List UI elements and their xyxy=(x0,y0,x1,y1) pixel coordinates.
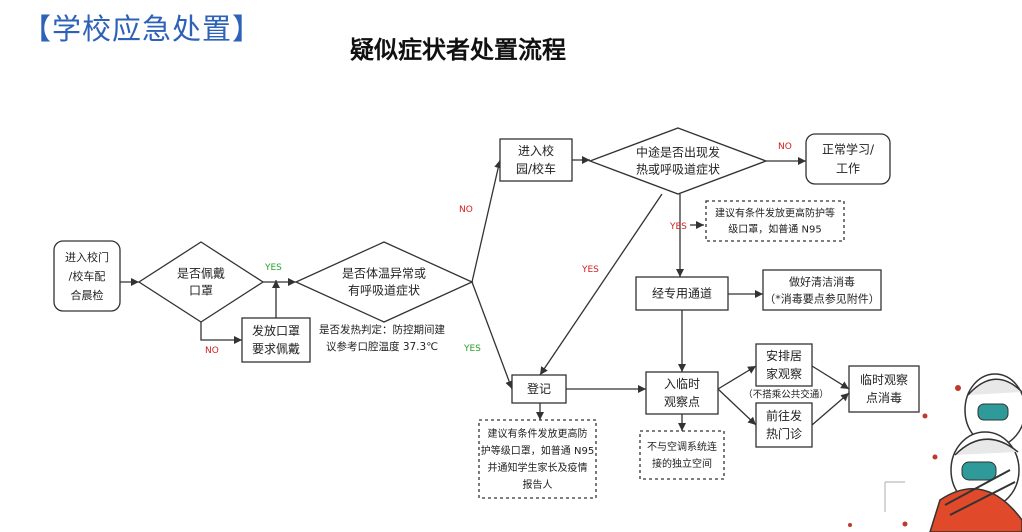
disinfect-text: 临时观察 xyxy=(860,373,908,387)
cleaning-box xyxy=(762,269,882,311)
cleaning-text: 做好清洁消毒 xyxy=(789,274,855,288)
fever-clinic-text: 热门诊 xyxy=(766,426,802,441)
enter-campus-text: 进入校 xyxy=(518,143,554,158)
mask-note-top-text: 建议有条件发放更高防护等 xyxy=(715,207,835,220)
temp-check-text: 有呼吸道症状 xyxy=(348,283,420,298)
label-no-midway: NO xyxy=(778,142,792,152)
disinfect-text: 点消毒 xyxy=(866,391,902,405)
entry-box xyxy=(53,240,121,312)
edge-clinic-disinfect xyxy=(811,392,850,426)
temp-obs-text: 入临时 xyxy=(664,377,700,391)
temp-check-diamond xyxy=(294,241,474,323)
edge-obs-home xyxy=(717,365,757,390)
fever-note-text: 是否发热判定：防控期间建 xyxy=(319,323,445,336)
label-yes-midway-note: YES xyxy=(669,222,687,232)
entry-text: 进入校门 xyxy=(65,250,109,264)
fever-note-text: 议参考口腔温度 37.3℃ xyxy=(326,340,438,353)
register-note-text: 建议有条件发放更高防 xyxy=(488,427,588,440)
midway-check-diamond xyxy=(588,127,768,195)
entry-text: 合晨检 xyxy=(71,288,104,302)
give-mask-text: 发放口罩 xyxy=(252,323,300,338)
entry-text: /校车配 xyxy=(69,269,106,283)
edge-mask-give xyxy=(200,322,242,344)
no-transit-text: （不搭乘公共交通） xyxy=(743,388,829,400)
fever-clinic-text: 前往发 xyxy=(766,408,802,423)
obs-note-box xyxy=(639,430,725,480)
label-no-temp: NO xyxy=(459,205,473,215)
edges xyxy=(120,156,850,431)
temp-obs-box xyxy=(645,371,719,415)
shapes xyxy=(53,127,920,499)
register-note-box xyxy=(478,419,597,499)
edge-home-disinfect xyxy=(811,365,850,390)
section-header: 【学校应急处置】 xyxy=(22,12,263,46)
mask-check-text: 口罩 xyxy=(189,284,213,298)
mask-check-text: 是否佩戴 xyxy=(177,266,225,281)
mask-check-diamond xyxy=(137,241,265,323)
page-title: 疑似症状者处置流程 xyxy=(350,36,566,64)
register-box xyxy=(511,374,567,404)
obs-note-text: 接的独立空间 xyxy=(652,457,712,470)
normal-box xyxy=(805,133,891,185)
fever-clinic-box xyxy=(755,402,813,448)
edge-temp-enter xyxy=(471,159,503,283)
edge-midway-register xyxy=(539,193,663,376)
home-obs-box xyxy=(755,343,813,387)
disinfect-box xyxy=(848,365,920,413)
temp-obs-text: 观察点 xyxy=(664,395,700,409)
register-note-text: 护等级口罩，如普通 N95 xyxy=(481,444,594,457)
register-note-text: 报告人 xyxy=(523,478,553,491)
label-yes-midway-register: YES xyxy=(581,265,599,275)
medical-staff-illustration xyxy=(848,373,1022,532)
dedicated-channel-box xyxy=(635,276,729,311)
give-mask-box xyxy=(241,317,311,363)
edge-obs-clinic xyxy=(717,388,757,426)
enter-campus-text: 园/校车 xyxy=(516,161,556,176)
home-obs-text: 家观察 xyxy=(766,366,802,381)
edge-temp-register xyxy=(471,281,513,390)
mask-note-top-text: 级口罩，如普通 N95 xyxy=(728,223,821,236)
cleaning-text: （*消毒要点参见附件） xyxy=(764,291,880,305)
dedicated-channel-text: 经专用通道 xyxy=(652,286,712,301)
label-no-mask: NO xyxy=(205,346,219,356)
enter-campus-box xyxy=(499,138,573,182)
midway-check-text: 热或呼吸道症状 xyxy=(636,162,720,177)
normal-text: 正常学习/ xyxy=(822,142,875,157)
label-yes-temp: YES xyxy=(463,344,481,354)
register-text: 登记 xyxy=(527,381,551,396)
midway-check-text: 中途是否出现发 xyxy=(636,145,720,160)
obs-note-text: 不与空调系统连 xyxy=(647,440,717,453)
mask-note-top-box xyxy=(705,200,845,242)
normal-text: 工作 xyxy=(836,162,860,176)
temp-check-text: 是否体温异常或 xyxy=(342,267,426,281)
give-mask-text: 要求佩戴 xyxy=(252,341,300,356)
home-obs-text: 安排居 xyxy=(766,348,802,363)
label-yes-mask: YES xyxy=(264,263,282,273)
register-note-text: 并通知学生家长及疫情 xyxy=(488,461,588,474)
